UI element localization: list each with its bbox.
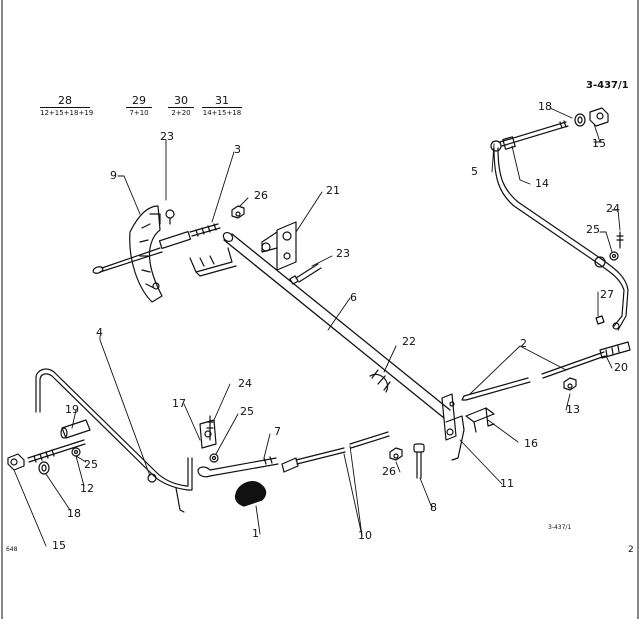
- drawing-reference: 3-437/1: [586, 80, 629, 91]
- part-10-rod-lower: [281, 447, 346, 473]
- kit-30-number: 30: [174, 94, 188, 107]
- part-25-washer-left: [71, 447, 81, 457]
- callout-4: 4: [96, 326, 103, 339]
- callout-25-center: 25: [240, 405, 254, 418]
- callout-26-top: 26: [254, 189, 268, 202]
- kit-28-number: 28: [58, 94, 72, 107]
- callout-23-right: 23: [336, 247, 350, 260]
- callout-24-center: 24: [238, 377, 252, 390]
- callout-21: 21: [326, 184, 340, 197]
- part-17-block: [199, 419, 217, 449]
- part-24-screw-right: [616, 231, 624, 249]
- callout-6: 6: [350, 291, 357, 304]
- callout-15-top: 15: [592, 137, 606, 150]
- part-16-clip: [465, 407, 495, 433]
- part-2-rod-upper: [541, 351, 606, 379]
- callout-26-lower: 26: [382, 465, 396, 478]
- leader-lines: [13, 107, 621, 547]
- callout-22: 22: [402, 335, 416, 348]
- callout-3: 3: [234, 143, 241, 156]
- page-number: 2: [628, 545, 634, 555]
- kit-28-composition: 12+15+18+19: [40, 107, 94, 117]
- callout-5: 5: [471, 165, 478, 178]
- part-27-clip: [595, 315, 605, 325]
- callout-9: 9: [110, 169, 117, 182]
- tube-head-bracket: [189, 247, 237, 277]
- kit-29-composition: 7+10: [126, 107, 152, 118]
- part-8-bolt: [413, 443, 425, 479]
- footer-left-code: 648: [6, 546, 18, 553]
- kit-30: 30 2+20: [168, 95, 194, 118]
- part-2-rod-lower: [461, 377, 531, 401]
- part-12-threaded-rod: [27, 439, 86, 463]
- part-21-bracket: [261, 221, 297, 271]
- part-4-bent-rod: [35, 368, 193, 513]
- kit-28: 28 12+15+18+19: [40, 94, 94, 118]
- callout-15-left: 15: [52, 539, 66, 552]
- callout-17: 17: [172, 397, 186, 410]
- callout-19: 19: [65, 403, 79, 416]
- callout-14: 14: [535, 177, 549, 190]
- part-18-washer-top: [574, 113, 586, 127]
- callout-18-top: 18: [538, 100, 552, 113]
- callout-7: 7: [274, 425, 281, 438]
- part-26-nut-top: [231, 205, 245, 219]
- part-18-washer-left: [38, 461, 50, 475]
- callout-20: 20: [614, 361, 628, 374]
- part-15-nut-left: [7, 453, 25, 471]
- callout-25-left: 25: [84, 458, 98, 471]
- part-14-rod: [499, 120, 569, 150]
- callout-18-left: 18: [67, 507, 81, 520]
- part-3-adjusting-rod: [92, 223, 221, 274]
- kit-29-number: 29: [132, 94, 146, 107]
- part-11-lever: [441, 393, 465, 461]
- part-10-rod-upper: [349, 431, 390, 449]
- callout-24-right: 24: [606, 202, 620, 215]
- kit-31-number: 31: [215, 94, 229, 107]
- part-7-lever-arm: [197, 456, 279, 478]
- callout-27: 27: [600, 288, 614, 301]
- kit-31: 31 14+15+18: [202, 95, 242, 118]
- part-5-bent-rod: [490, 140, 629, 331]
- footer-center-reference: 3-437/1: [548, 524, 572, 531]
- callout-8: 8: [430, 501, 437, 514]
- kit-29: 29 7+10: [126, 95, 152, 118]
- callout-2: 2: [520, 337, 527, 350]
- callout-25-right: 25: [586, 223, 600, 236]
- part-15-nut-top: [589, 107, 609, 127]
- part-20-sleeve: [599, 341, 631, 359]
- callout-10: 10: [358, 529, 372, 542]
- part-9-shift-sector: [129, 205, 163, 303]
- part-13-nut: [563, 377, 577, 391]
- callout-13: 13: [566, 403, 580, 416]
- part-25-washer-right: [609, 251, 619, 261]
- callout-23-left: 23: [160, 130, 174, 143]
- part-24-screw-center: [206, 415, 214, 441]
- kit-31-composition: 14+15+18: [202, 107, 242, 117]
- callout-16: 16: [524, 437, 538, 450]
- part-19-sleeve: [60, 419, 91, 439]
- part-25-washer-center: [209, 453, 219, 463]
- part-23-bolt-right: [289, 263, 322, 285]
- callout-1: 1: [252, 527, 259, 540]
- callout-12: 12: [80, 482, 94, 495]
- kit-30-composition: 2+20: [168, 107, 194, 118]
- callout-11: 11: [500, 477, 514, 490]
- part-6-main-tube: [222, 231, 451, 419]
- part-1-knob: [234, 481, 267, 507]
- part-23-pin-left: [165, 209, 175, 225]
- part-26-nut-lower: [389, 447, 403, 461]
